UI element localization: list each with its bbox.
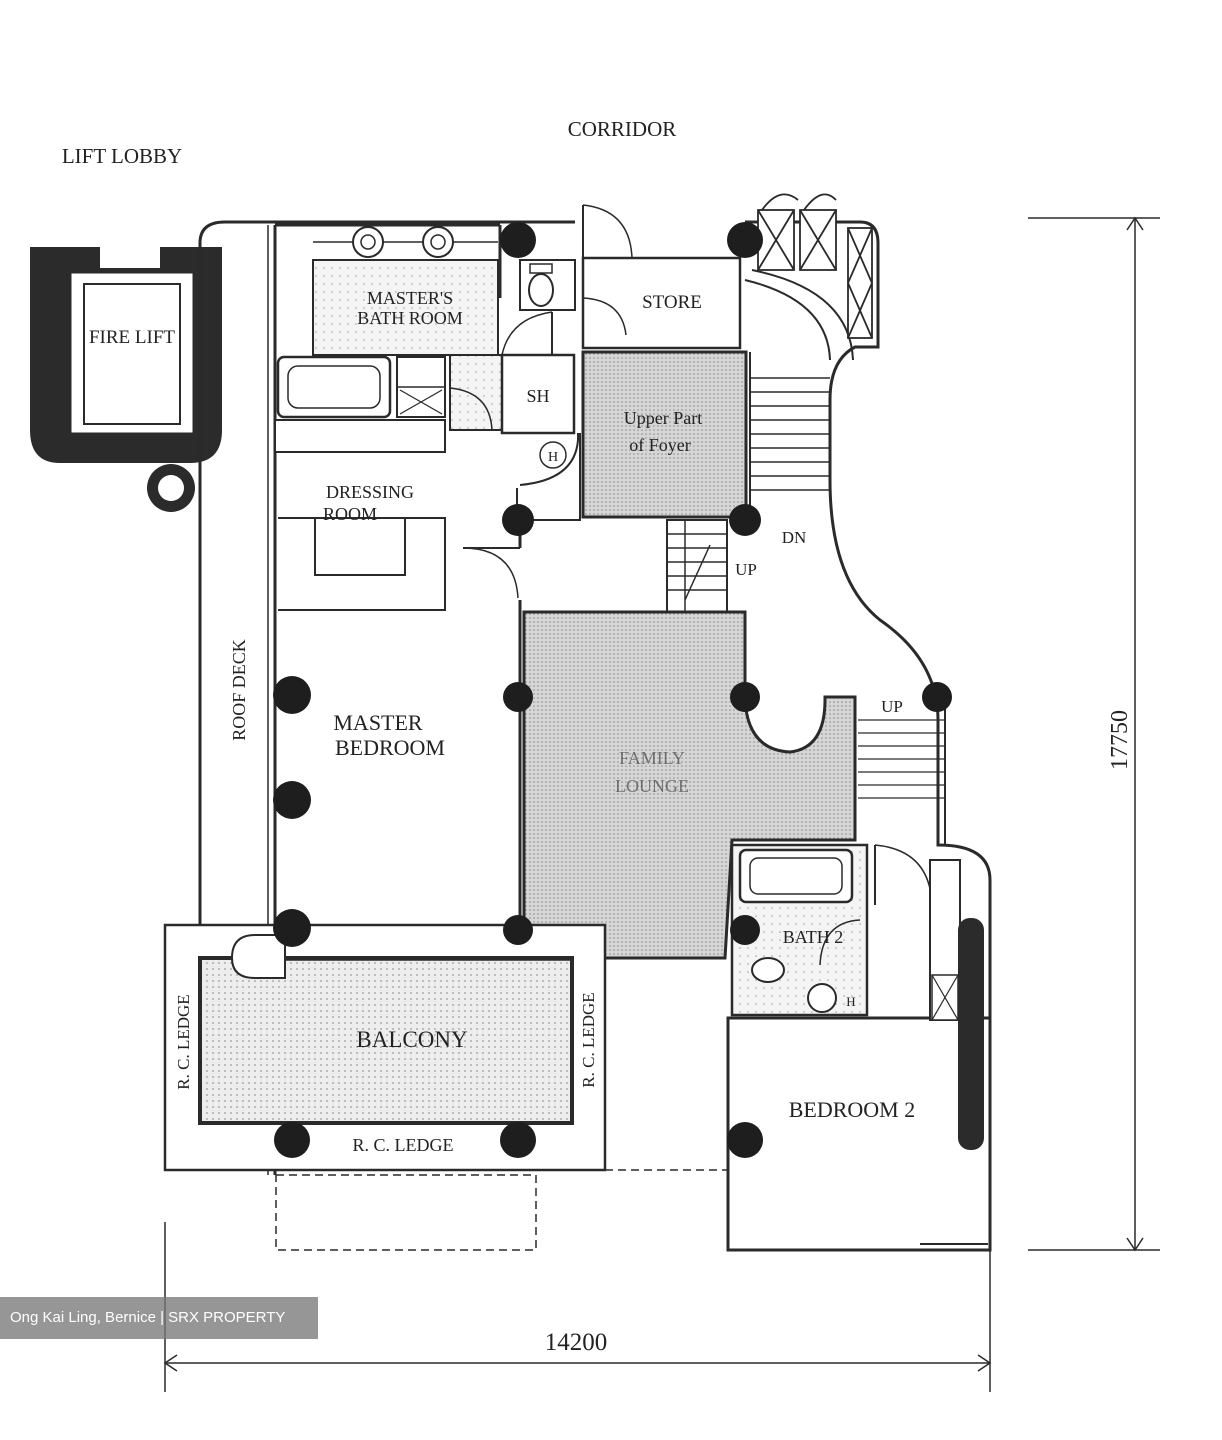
master-bedroom-label-line1: MASTER (333, 710, 423, 735)
heater-label-master: H (548, 450, 558, 465)
store-label: STORE (642, 292, 702, 313)
corner-windows (757, 193, 873, 339)
rc-ledge-right-label: R. C. LEDGE (579, 992, 598, 1087)
corridor-label: CORRIDOR (568, 117, 677, 141)
family-lounge-label-line2: LOUNGE (615, 776, 689, 796)
heater-label-bath2: H (846, 994, 855, 1009)
lift-lobby-label: LIFT LOBBY (62, 144, 182, 168)
store-room (581, 204, 742, 350)
bedroom-2-walls (726, 859, 992, 1252)
master-bedroom-label-line2: BEDROOM (335, 735, 445, 760)
dressing-room-label-line1: DRESSING (326, 482, 414, 502)
basin-icon (352, 226, 384, 258)
fire-lift-label: FIRE LIFT (89, 327, 175, 348)
width-dimension-label: 14200 (545, 1329, 608, 1356)
height-dimension-label: 17750 (1107, 710, 1133, 770)
upper-foyer-label-line1: Upper Part (624, 408, 702, 428)
rc-ledge-bottom-label: R. C. LEDGE (353, 1135, 454, 1155)
dashed-outline (275, 1174, 537, 1251)
stair-up-right (858, 719, 945, 799)
roof-deck-label: ROOF DECK (229, 639, 249, 741)
upper-foyer-void (581, 350, 748, 519)
bay-window (958, 918, 984, 1150)
stair-down-label: DN (782, 528, 807, 547)
bath-2-label: BATH 2 (783, 927, 844, 947)
shower-room (500, 353, 581, 521)
stair-up-label: UP (735, 560, 757, 579)
masters-bath-room (274, 223, 576, 453)
balcony-label: BALCONY (356, 1027, 468, 1052)
door-swing (582, 204, 633, 259)
basin-icon (807, 983, 837, 1013)
rc-ledge-left-label: R. C. LEDGE (174, 994, 193, 1089)
family-lounge-area (522, 610, 857, 960)
stair-down (749, 352, 830, 520)
watermark: Ong Kai Ling, Bernice | SRX PROPERTY (0, 1297, 318, 1339)
masters-bath-label-line2: BATH ROOM (357, 308, 463, 328)
toilet-icon (751, 957, 785, 983)
shower-label: SH (526, 386, 549, 406)
upper-foyer-label-line2: of Foyer (629, 435, 691, 455)
fire-lift-shaft (30, 247, 222, 512)
masters-bath-label-line1: MASTER'S (367, 288, 453, 308)
basin-icon (422, 226, 454, 258)
toilet-icon (528, 273, 554, 307)
dimension-lines (163, 216, 1160, 1392)
family-lounge-label-line1: FAMILY (619, 748, 685, 768)
dressing-room-label-line2: ROOM (323, 504, 377, 524)
bedroom-2-label: BEDROOM 2 (789, 1097, 916, 1122)
stair-up (666, 519, 728, 613)
dressing-room (278, 517, 520, 611)
stair-up-right-label: UP (881, 697, 903, 716)
balcony-area (163, 923, 728, 1251)
structural-columns (273, 222, 952, 1158)
door-swing (501, 311, 553, 356)
